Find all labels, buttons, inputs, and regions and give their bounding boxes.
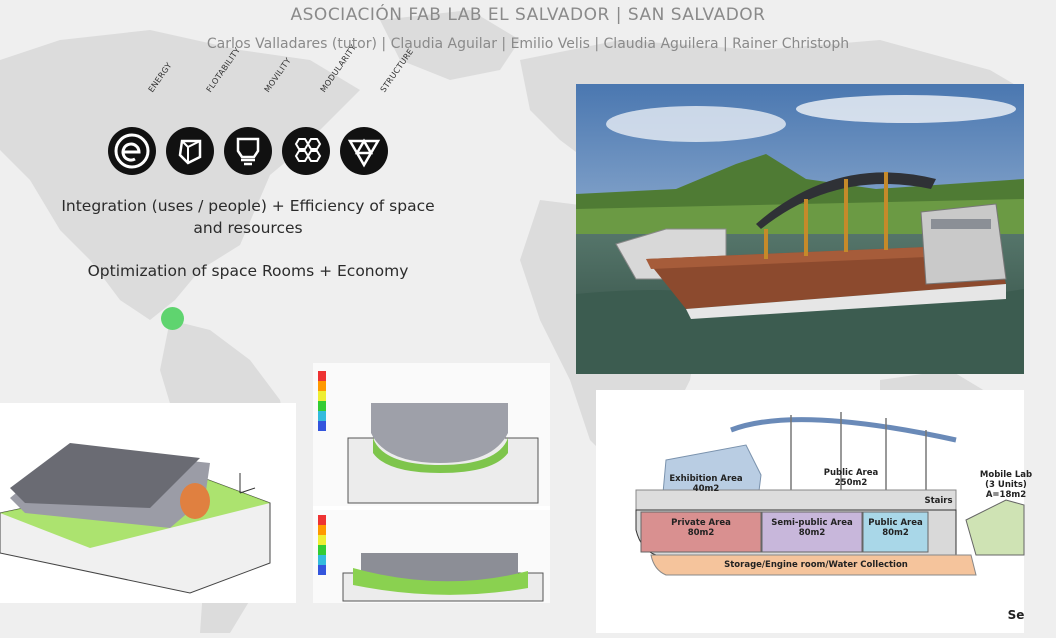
triangle-structure-icon	[340, 127, 388, 175]
label-private: Private Area 80m2	[671, 518, 731, 538]
mobility-icon	[224, 127, 272, 175]
fea-analysis-image-2	[313, 363, 550, 603]
label-storage: Storage/Engine room/Water Collection	[724, 560, 908, 570]
label-public-upper: Public Area 250m2	[823, 468, 879, 488]
page-title: ASOCIACIÓN FAB LAB EL SALVADOR | SAN SAL…	[290, 5, 766, 25]
label-public-lower: Public Area 80m2	[868, 518, 923, 538]
label-stairs: Stairs	[924, 496, 953, 506]
boat-render-image	[576, 84, 1024, 374]
label-section-cut: Se	[1007, 608, 1025, 622]
hull-icon	[166, 127, 214, 175]
integration-text: Integration (uses / people) + Efficiency…	[61, 197, 435, 237]
optimization-text: Optimization of space Rooms + Economy	[87, 262, 409, 280]
section-diagram: Exhibition Area 40m2 Public Area 250m2 S…	[596, 390, 1032, 633]
energy-icon	[108, 127, 156, 175]
label-mobile-lab: Mobile Lab (3 Units) A=18m2	[979, 470, 1033, 500]
fea-analysis-image-1	[0, 403, 296, 603]
label-semipublic: Semi-public Area 80m2	[771, 518, 853, 538]
label-exhibition: Exhibition Area 40m2	[669, 474, 743, 494]
hexagon-cluster-icon	[282, 127, 330, 175]
location-marker	[161, 307, 184, 330]
authors-line: Carlos Valladares (tutor) | Claudia Agui…	[206, 36, 850, 52]
concept-icons-row: ENERGY FLOTABILITY MOVILITY MODULARITY S…	[106, 43, 415, 180]
